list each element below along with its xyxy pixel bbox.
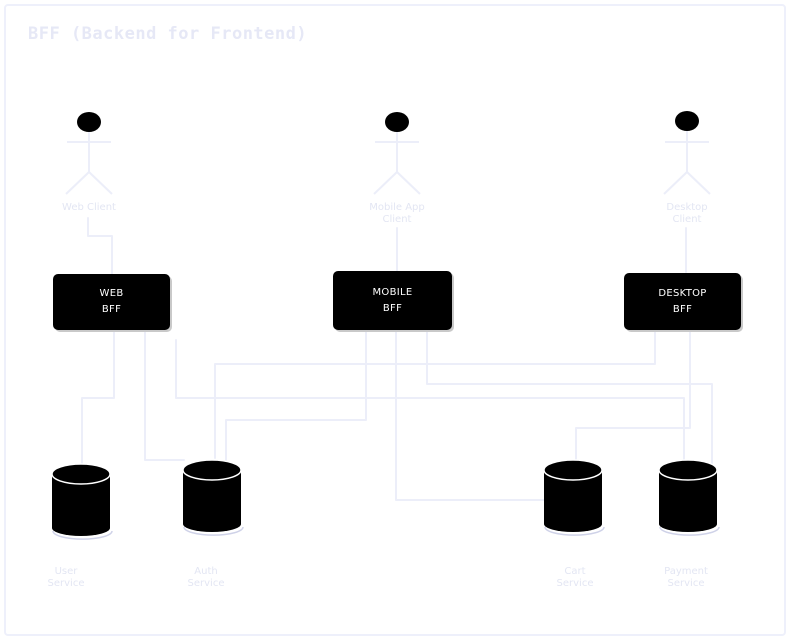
client-label-web: Web Client [62, 202, 116, 213]
connector-mobile-bff-auth [225, 329, 367, 467]
diagram-frame [4, 4, 786, 636]
connector-mobile-bff-cart [395, 329, 547, 501]
actor-mobile-client [373, 112, 421, 195]
connector-web-bff-payment [175, 339, 685, 471]
bff-label-mobile: MOBILE BFF [372, 286, 413, 314]
connector-desktop-bff-cart [575, 329, 691, 467]
diagram-title: BFF (Backend for Frontend) [28, 24, 308, 44]
connector-mobile-bff-payment [426, 329, 713, 467]
actor-desktop-client [663, 111, 711, 195]
bff-label-desktop: DESKTOP BFF [658, 287, 707, 315]
service-label-cart: Cart Service [556, 566, 594, 589]
bff-label-web: WEB BFF [99, 288, 124, 315]
connector-desktop-bff-auth [214, 329, 656, 459]
client-label-mobile: Mobile App Client [369, 202, 425, 225]
database-payment-service [658, 459, 720, 536]
service-label-payment: Payment Service [664, 566, 708, 589]
actor-web-client [65, 112, 113, 195]
bff-node-web[interactable]: WEB BFF [53, 274, 170, 330]
bff-node-desktop[interactable]: DESKTOP BFF [624, 273, 741, 330]
service-label-user: User Service [47, 566, 85, 589]
connector-web-bff-user [81, 329, 115, 471]
database-cart-service [543, 459, 605, 536]
service-label-auth: Auth Service [187, 566, 225, 589]
database-auth-service [182, 459, 244, 536]
client-label-desktop: Desktop Client [666, 202, 708, 225]
database-user-service [51, 463, 113, 540]
connector-web-bff-auth [144, 329, 185, 461]
bff-node-mobile[interactable]: MOBILE BFF [333, 271, 452, 330]
connector-web-client-web-bff [87, 217, 113, 275]
